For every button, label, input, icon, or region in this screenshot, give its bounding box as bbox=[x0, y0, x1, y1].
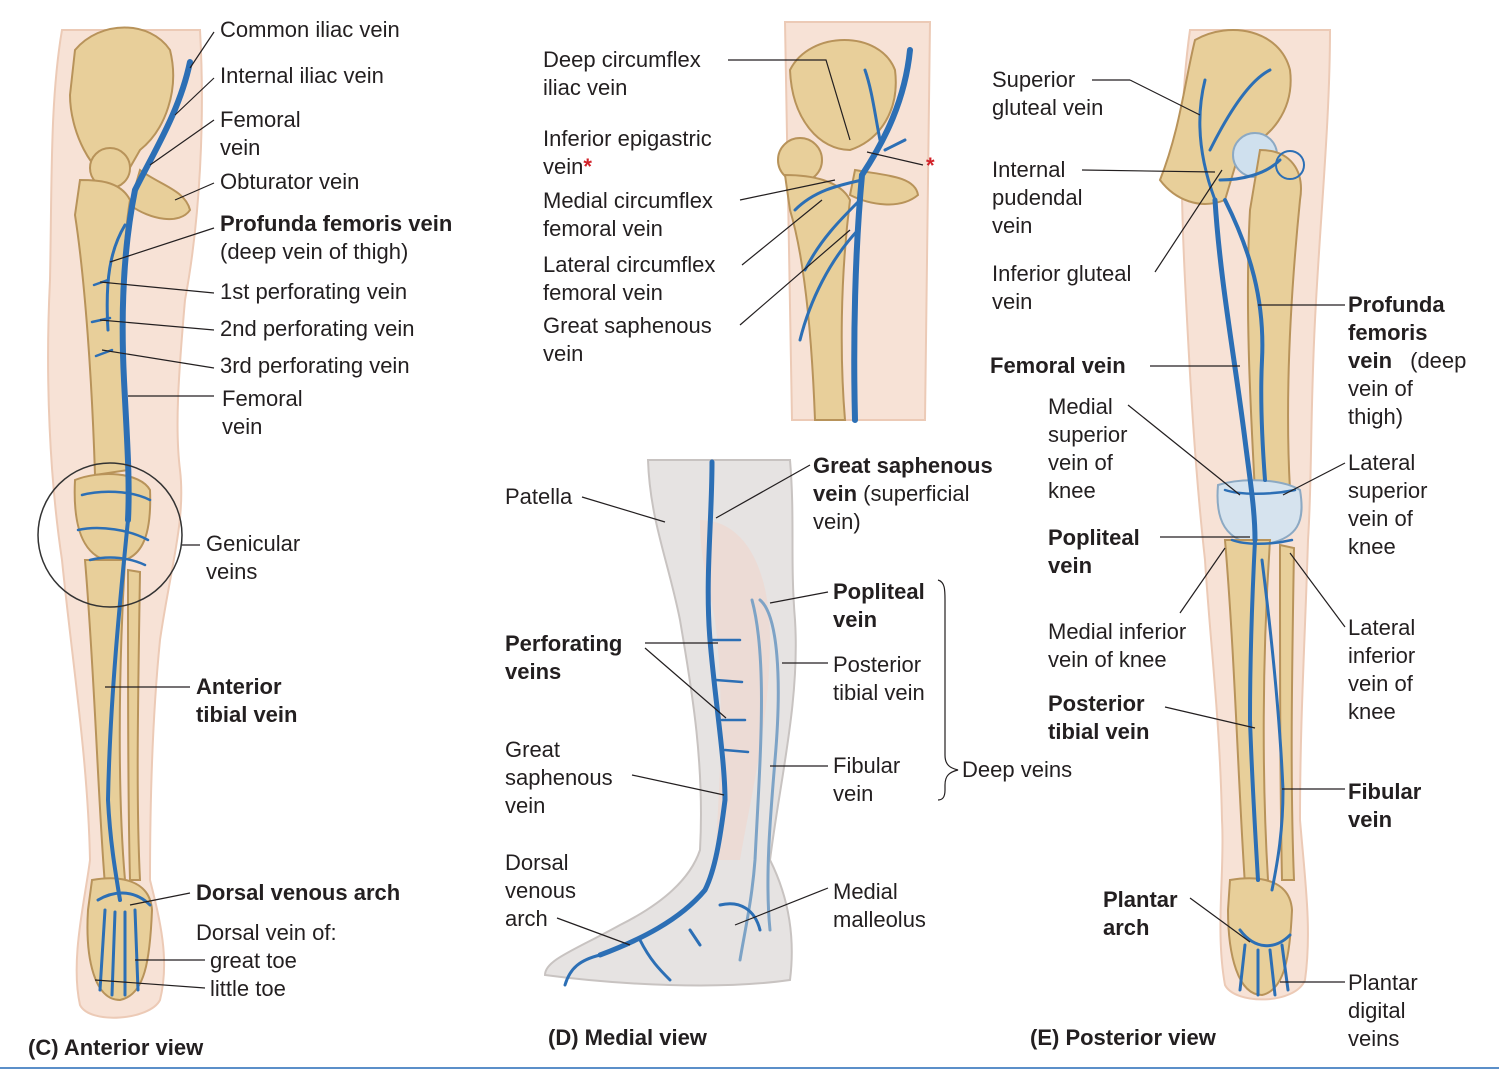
label-anterior-tibial-vein: Anterior tibial vein bbox=[196, 674, 298, 727]
label-2nd-perforating-vein: 2nd perforating vein bbox=[220, 316, 415, 341]
label-popliteal-vein-medial: Popliteal vein bbox=[833, 579, 925, 632]
label-fibular-vein-medial: Fibular vein bbox=[833, 753, 901, 806]
panel-d-lower-leader-lines bbox=[556, 464, 959, 946]
label-posterior-tibial-vein-posterior: Posterior tibial vein bbox=[1048, 691, 1150, 744]
caption-medial-view: (D) Medial view bbox=[548, 1025, 707, 1050]
anterior-pelvis-bone bbox=[68, 26, 175, 187]
caption-anterior-view: (C) Anterior view bbox=[28, 1035, 204, 1060]
posterior-profunda-vein bbox=[1223, 198, 1267, 482]
medial-posterior-tibial-vein bbox=[738, 598, 763, 962]
label-internal-iliac-vein: Internal iliac vein bbox=[220, 63, 384, 88]
label-profunda-vein-of-thigh: vein of thigh) bbox=[1348, 376, 1413, 429]
posterior-knee-bone bbox=[1216, 479, 1303, 547]
label-profunda-femoris-title: Profunda femoris vein bbox=[1348, 292, 1445, 373]
label-great-saphenous-title: Great saphenous bbox=[813, 453, 993, 478]
posterior-plexus-detail bbox=[1275, 150, 1305, 180]
label-deep-veins: Deep veins bbox=[962, 757, 1073, 782]
anterior-femoral-vein-trunk bbox=[119, 59, 193, 523]
medial-ilium-bone bbox=[788, 39, 897, 152]
posterior-leg-figure bbox=[1081, 29, 1346, 1001]
label-great-saphenous-superficial: vein (superficial bbox=[813, 481, 970, 506]
label-inferior-gluteal-vein: Inferior gluteal vein bbox=[992, 261, 1132, 314]
label-medial-circumflex-femoral-vein: Medial circumflex femoral vein bbox=[543, 188, 713, 241]
posterior-femoral-vein bbox=[1212, 197, 1258, 543]
label-deep-vein-of-thigh: (deep vein of thigh) bbox=[220, 239, 409, 264]
label-inferior-epigastric-vein: Inferior epigastric vein* bbox=[543, 126, 712, 179]
anterior-fibula-bone bbox=[126, 568, 142, 881]
panel-d-upper-leader-lines bbox=[728, 59, 924, 326]
posterior-fibular-vein bbox=[1260, 558, 1285, 892]
anterior-profunda-branch bbox=[105, 223, 127, 332]
label-superior-gluteal-vein: Superior gluteal vein bbox=[992, 67, 1104, 120]
label-dorsal-vein-of: Dorsal vein of: bbox=[196, 920, 337, 945]
label-plantar-digital-veins: Plantar digital veins bbox=[1348, 970, 1418, 1051]
label-common-iliac-vein: Common iliac vein bbox=[220, 17, 400, 42]
label-popliteal-vein-posterior: Popliteal vein bbox=[1048, 525, 1140, 578]
caption-posterior-view: (E) Posterior view bbox=[1030, 1025, 1216, 1050]
label-3rd-perforating-vein: 3rd perforating vein bbox=[220, 353, 410, 378]
label-plantar-arch: Plantar arch bbox=[1103, 887, 1178, 940]
medial-thigh-figure bbox=[728, 21, 932, 423]
label-perforating-veins: Perforating veins bbox=[505, 631, 623, 684]
medial-leg-figure bbox=[543, 459, 959, 987]
label-patella: Patella bbox=[505, 484, 573, 509]
medial-thigh-femoral-vein bbox=[851, 47, 913, 423]
label-1st-perforating-vein: 1st perforating vein bbox=[220, 279, 408, 304]
medial-femur-bone bbox=[783, 173, 852, 421]
asterisk-marker-figure: * bbox=[926, 153, 935, 178]
label-medial-malleolus: Medial malleolus bbox=[833, 879, 926, 932]
anterior-leg-figure bbox=[37, 26, 215, 1019]
label-posterior-tibial-vein-medial: Posterior tibial vein bbox=[833, 652, 925, 705]
label-great-saphenous-vein-lower: Great saphenous vein bbox=[505, 737, 613, 818]
label-profunda-deep: (deep bbox=[1404, 348, 1467, 373]
medial-perforating-connections bbox=[710, 638, 750, 754]
label-medial-superior-vein-of-knee: Medial superior vein of knee bbox=[1048, 394, 1128, 503]
label-femoral-vein-posterior: Femoral vein bbox=[990, 353, 1126, 378]
posterior-plantar-arch bbox=[1238, 928, 1292, 997]
anterior-tibial-vein bbox=[105, 518, 130, 902]
panel-c-leader-lines bbox=[94, 31, 215, 989]
genicular-region-circle bbox=[37, 462, 183, 608]
posterior-knee-branches bbox=[1223, 488, 1297, 545]
label-genicular-veins: Genicular veins bbox=[206, 531, 301, 584]
label-fibular-vein-posterior: Fibular vein bbox=[1348, 779, 1422, 832]
medial-great-saphenous-vein bbox=[597, 459, 728, 958]
label-profunda-femoris-vein: Profunda femoris vein bbox=[220, 211, 453, 236]
label-internal-pudendal-vein: Internal pudendal vein bbox=[992, 157, 1083, 238]
medial-thigh-circumflex-branches bbox=[793, 178, 864, 342]
label-dorsal-venous-arch-medial: Dorsal venous arch bbox=[505, 850, 576, 931]
posterior-popliteal-vein bbox=[1247, 538, 1260, 882]
anterior-pubic-bone bbox=[128, 168, 192, 221]
medial-popliteal-vein bbox=[758, 598, 780, 932]
label-obturator-vein: Obturator vein bbox=[220, 169, 360, 194]
label-medial-inferior-vein-of-knee: Medial inferior vein of knee bbox=[1048, 619, 1187, 672]
label-femoral-vein-lower: Femoral vein bbox=[222, 386, 303, 439]
asterisk-marker: * bbox=[583, 154, 592, 179]
label-femoral-vein-upper: Femoral vein bbox=[220, 107, 301, 160]
label-lateral-superior-vein-of-knee: Lateral superior vein of knee bbox=[1348, 450, 1428, 559]
label-lateral-inferior-vein-of-knee: Lateral inferior vein of knee bbox=[1348, 615, 1416, 724]
medial-dorsal-arch-branches bbox=[563, 902, 762, 987]
medial-thigh-epigastric-branch bbox=[863, 68, 907, 152]
anterior-genicular-branches bbox=[76, 490, 152, 567]
label-deep-circumflex-iliac-vein: Deep circumflex iliac vein bbox=[543, 47, 701, 100]
panel-e-leader-lines bbox=[1081, 79, 1346, 983]
medial-pubic-bone bbox=[848, 168, 920, 206]
label-great-toe: great toe bbox=[210, 948, 297, 973]
label-great-saphenous-vein-upper: Great saphenous vein bbox=[543, 313, 712, 366]
label-dorsal-venous-arch: Dorsal venous arch bbox=[196, 880, 401, 905]
bottom-rule bbox=[0, 1067, 1499, 1069]
label-little-toe: little toe bbox=[210, 976, 286, 1001]
label-great-saphenous-sub2: vein) bbox=[813, 509, 861, 534]
label-lateral-circumflex-femoral-vein: Lateral circumflex femoral vein bbox=[543, 252, 716, 305]
anterior-dorsal-arch-vein bbox=[96, 891, 152, 997]
